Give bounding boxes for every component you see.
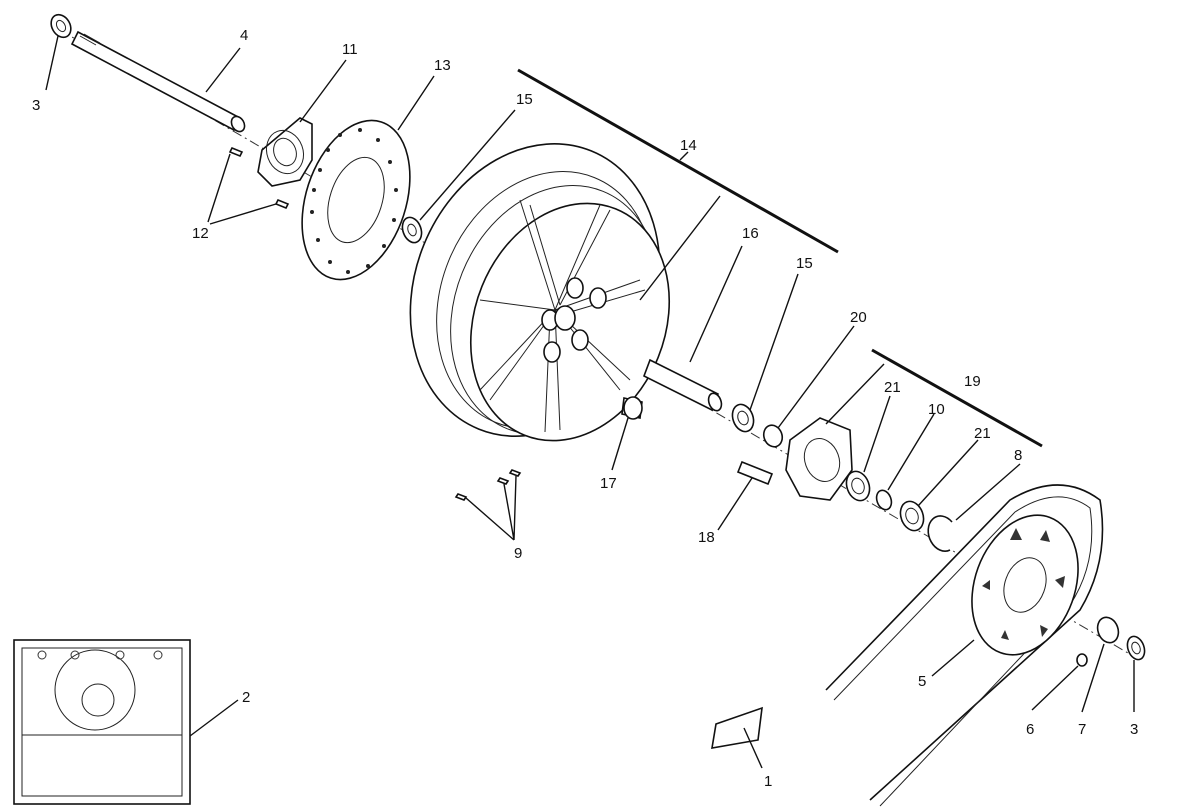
circlip-8 <box>927 515 953 552</box>
callout-9: 9 <box>514 545 522 562</box>
callout-11: 11 <box>342 41 358 58</box>
leader-lines <box>45 35 1135 769</box>
callout-3-right: 3 <box>1130 721 1138 738</box>
wheel-screws <box>454 469 522 501</box>
oil-seal-21-right <box>899 500 925 532</box>
assembly-bar-14 <box>517 68 839 254</box>
chain-label-tag <box>711 706 763 749</box>
nut-6 <box>1076 653 1088 667</box>
rear-sprocket <box>971 514 1079 656</box>
callout-2: 2 <box>242 689 250 706</box>
axle-nut-left <box>50 13 72 39</box>
callout-20: 20 <box>850 309 867 326</box>
callout-15-left: 15 <box>516 91 533 108</box>
stud <box>736 460 774 486</box>
axle-nut-right <box>1126 635 1146 661</box>
callout-12: 12 <box>192 225 209 242</box>
callout-18: 18 <box>698 529 715 546</box>
bush <box>621 396 643 420</box>
callout-6: 6 <box>1026 721 1034 738</box>
bracket-screws <box>228 146 290 210</box>
caliper-bracket <box>257 117 313 187</box>
oil-seal-21-left <box>845 470 871 502</box>
callout-16: 16 <box>742 225 759 242</box>
callout-21-left: 21 <box>884 379 901 396</box>
bearing-right <box>731 403 755 433</box>
rear-axle <box>70 30 246 133</box>
callout-13: 13 <box>434 57 451 74</box>
rear-wheel-rim <box>409 143 671 442</box>
callout-10: 10 <box>928 401 945 418</box>
callout-3-left: 3 <box>32 97 40 114</box>
inset-cover-plate <box>13 639 191 805</box>
callout-4: 4 <box>240 27 248 44</box>
callout-15-right: 15 <box>796 255 813 272</box>
brake-disc <box>301 119 411 281</box>
callout-7: 7 <box>1078 721 1086 738</box>
callout-5: 5 <box>918 673 926 690</box>
sprocket-carrier <box>785 417 853 501</box>
callout-labels: 1 2 3 3 4 5 6 7 8 9 10 11 12 13 14 15 15… <box>32 27 1138 790</box>
spacer-7 <box>1096 616 1120 644</box>
callout-1: 1 <box>764 773 772 790</box>
assembly-bar-19 <box>871 348 1043 448</box>
spacer-20 <box>762 424 784 448</box>
wheel-spacer <box>642 358 723 412</box>
callout-21-right: 21 <box>974 425 991 442</box>
callout-14: 14 <box>680 137 697 154</box>
bearing-left <box>401 216 423 244</box>
callout-17: 17 <box>600 475 617 492</box>
bearing-10 <box>875 489 893 511</box>
callout-8: 8 <box>1014 447 1022 464</box>
callout-19: 19 <box>964 373 981 390</box>
